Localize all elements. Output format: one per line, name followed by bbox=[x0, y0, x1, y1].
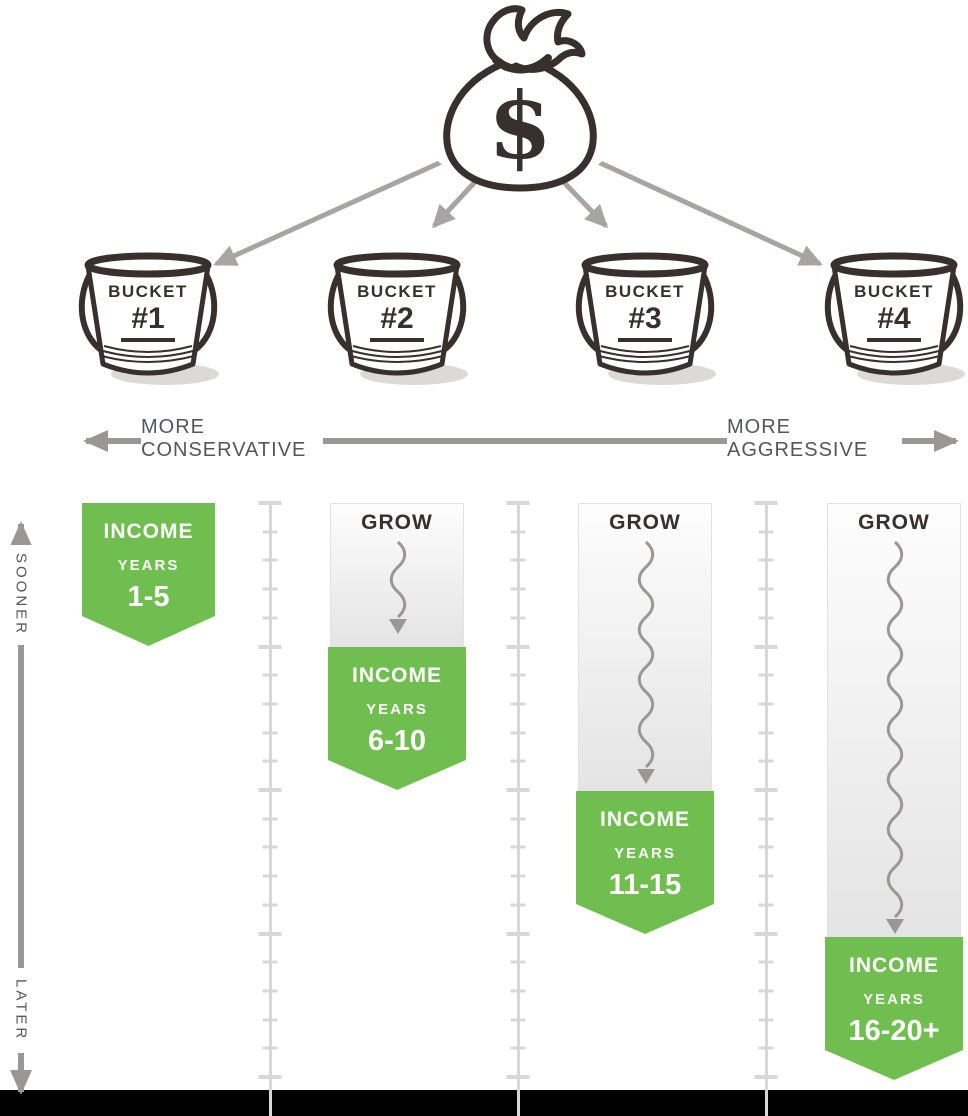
bucket-4-label: BUCKET bbox=[854, 282, 934, 301]
money-bag-icon: $ bbox=[425, 5, 615, 192]
bucket-1: BUCKET #1 bbox=[78, 252, 219, 385]
grow-squiggle-arrow-icon bbox=[389, 540, 407, 634]
bucket-3-label: BUCKET bbox=[605, 282, 685, 301]
sooner-label: SOONER bbox=[0, 545, 42, 645]
income-pennant-4: INCOME YEARS 16-20+ bbox=[825, 937, 963, 1080]
income-pennant-2: INCOME YEARS 6-10 bbox=[328, 647, 466, 790]
grow-box-4: GROW bbox=[827, 503, 961, 937]
year-ruler-2 bbox=[506, 501, 530, 1116]
bucket-4-number: #4 bbox=[877, 302, 911, 335]
bucket-3: BUCKET #3 bbox=[575, 252, 716, 385]
bucket-1-label: BUCKET bbox=[108, 282, 188, 301]
more-aggressive-label: MORE AGGRESSIVE bbox=[727, 416, 902, 461]
dollar-sign: $ bbox=[488, 72, 552, 180]
bucket-3-number: #3 bbox=[628, 302, 661, 335]
bottom-bar bbox=[0, 1090, 968, 1116]
later-label: LATER bbox=[0, 968, 42, 1053]
bucket-2-label: BUCKET bbox=[357, 282, 437, 301]
income-pennant-1: INCOME YEARS 1-5 bbox=[82, 503, 215, 646]
grow-box-2: GROW bbox=[330, 503, 464, 647]
bucket-2: BUCKET #2 bbox=[327, 252, 468, 385]
grow-box-3: GROW bbox=[578, 503, 712, 791]
bucket-1-number: #1 bbox=[131, 302, 164, 335]
grow-squiggle-arrow-icon bbox=[886, 540, 904, 934]
income-pennant-3: INCOME YEARS 11-15 bbox=[576, 791, 714, 934]
year-ruler-3 bbox=[754, 501, 778, 1116]
bucket-2-number: #2 bbox=[380, 302, 413, 335]
year-ruler-1 bbox=[258, 501, 282, 1116]
arrow-to-bucket-1 bbox=[213, 147, 470, 267]
arrow-to-bucket-4 bbox=[570, 147, 823, 267]
grow-squiggle-arrow-icon bbox=[637, 540, 655, 784]
bucket-4: BUCKET #4 bbox=[824, 252, 965, 385]
more-conservative-label: MORE CONSERVATIVE bbox=[141, 416, 323, 461]
